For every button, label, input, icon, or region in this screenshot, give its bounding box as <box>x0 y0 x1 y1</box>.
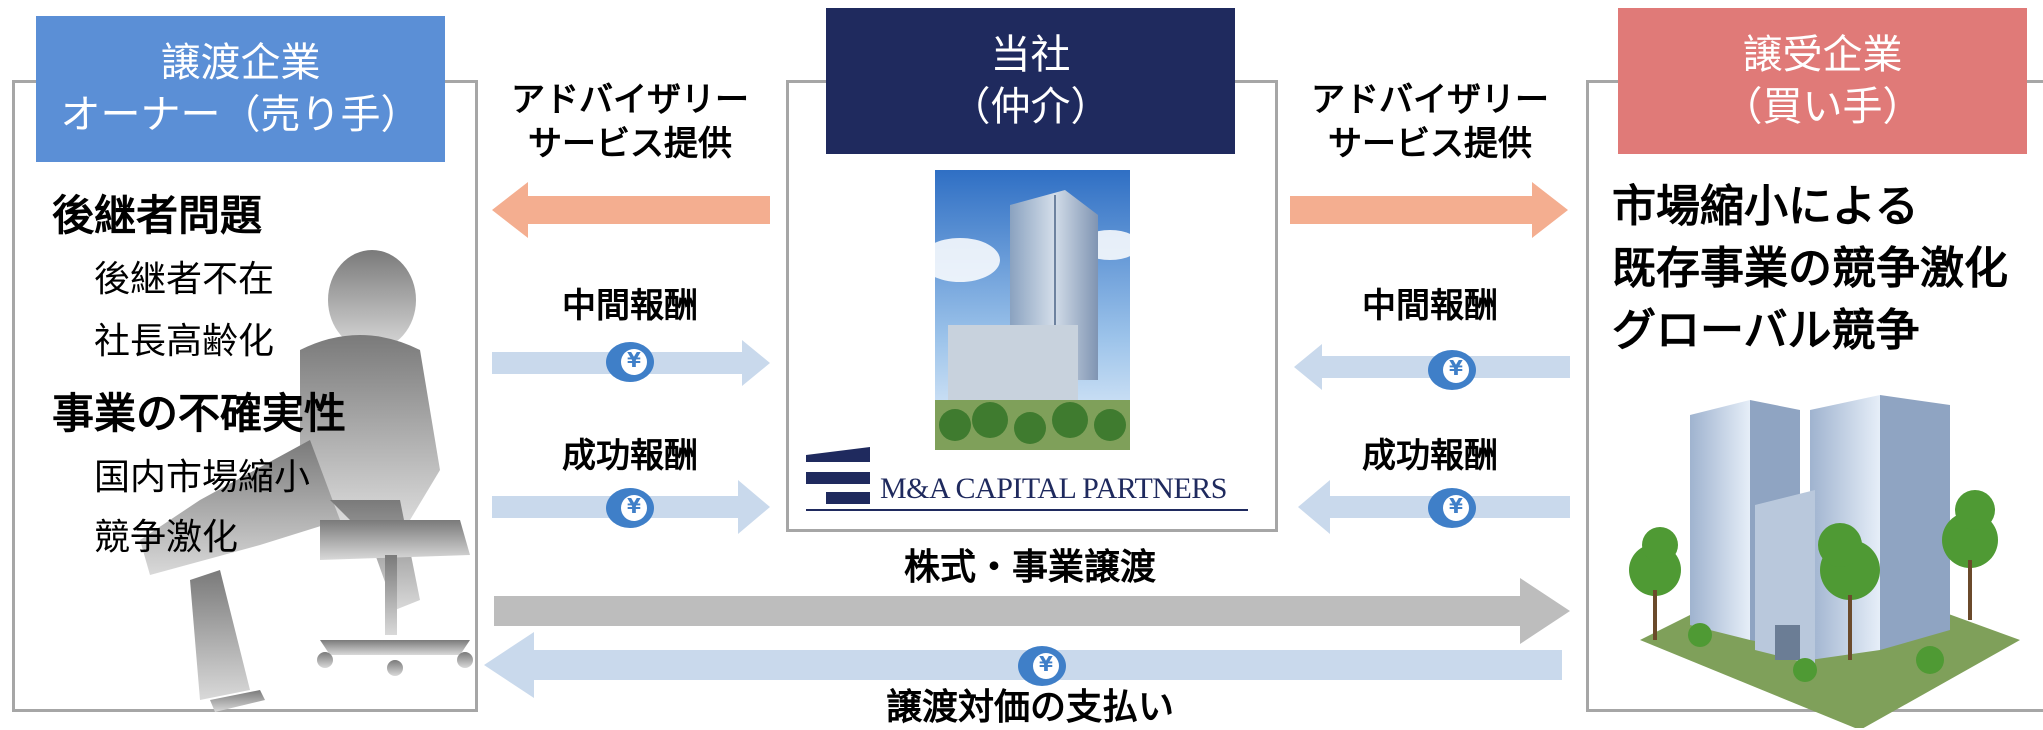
yen-icon: ¥ <box>1449 494 1463 518</box>
right-advisory-line2: サービス提供 <box>1328 124 1532 164</box>
right-advisory-arrow <box>1290 182 1568 238</box>
company-header-line1: 当社 <box>990 32 1071 78</box>
yen-icon: ¥ <box>627 494 641 518</box>
right-interim-fee-label: 中間報酬 <box>1362 286 1498 326</box>
seller-header-line2: オーナー（売り手） <box>60 92 421 138</box>
seller-issue-item-2b: 競争激化 <box>94 517 239 558</box>
left-advisory-line2: サービス提供 <box>528 124 732 164</box>
buyer-header: 譲受企業 （買い手） <box>1618 8 2027 154</box>
company-logo-text: M&A CAPITAL PARTNERS <box>880 472 1227 505</box>
seller-issue-heading-1: 後継者問題 <box>52 191 263 240</box>
right-advisory-line1: アドバイザリー <box>1311 80 1549 120</box>
payment-label: 譲渡対価の支払い <box>885 687 1174 728</box>
seller-header: 譲渡企業 オーナー（売り手） <box>36 16 445 162</box>
right-advisory-label: アドバイザリー サービス提供 <box>1280 78 1580 166</box>
seller-issue-item-1a: 後継者不在 <box>94 259 275 300</box>
left-advisory-line1: アドバイザリー <box>511 80 749 120</box>
left-success-fee-label: 成功報酬 <box>562 436 698 476</box>
yen-icon: ¥ <box>627 348 641 372</box>
buyer-issue-1: 市場縮小による <box>1612 181 1919 232</box>
seller-issue-item-1b: 社長高齢化 <box>94 321 275 362</box>
seller-header-line1: 譲渡企業 <box>160 40 321 86</box>
buyer-issue-2: 既存事業の競争激化 <box>1612 243 2008 294</box>
seller-issue-item-2a: 国内市場縮小 <box>94 457 311 498</box>
company-header: 当社 （仲介） <box>826 8 1235 154</box>
left-interim-fee-label: 中間報酬 <box>562 286 698 326</box>
buyer-issue-3: グローバル競争 <box>1612 305 1920 356</box>
buyer-header-line2: （買い手） <box>1722 84 1923 130</box>
company-header-line2: （仲介） <box>950 84 1111 130</box>
left-advisory-arrow <box>492 182 770 238</box>
seller-issue-heading-2: 事業の不確実性 <box>52 389 347 438</box>
left-advisory-label: アドバイザリー サービス提供 <box>480 78 780 166</box>
share-transfer-arrow <box>494 578 1570 644</box>
buyer-issues: 市場縮小による 既存事業の競争激化 グローバル競争 <box>1612 176 2008 362</box>
buyer-header-line1: 譲受企業 <box>1742 32 1903 78</box>
yen-icon: ¥ <box>1039 652 1053 676</box>
share-transfer-label: 株式・事業譲渡 <box>903 547 1156 588</box>
yen-icon: ¥ <box>1449 356 1463 380</box>
right-success-fee-label: 成功報酬 <box>1362 436 1498 476</box>
